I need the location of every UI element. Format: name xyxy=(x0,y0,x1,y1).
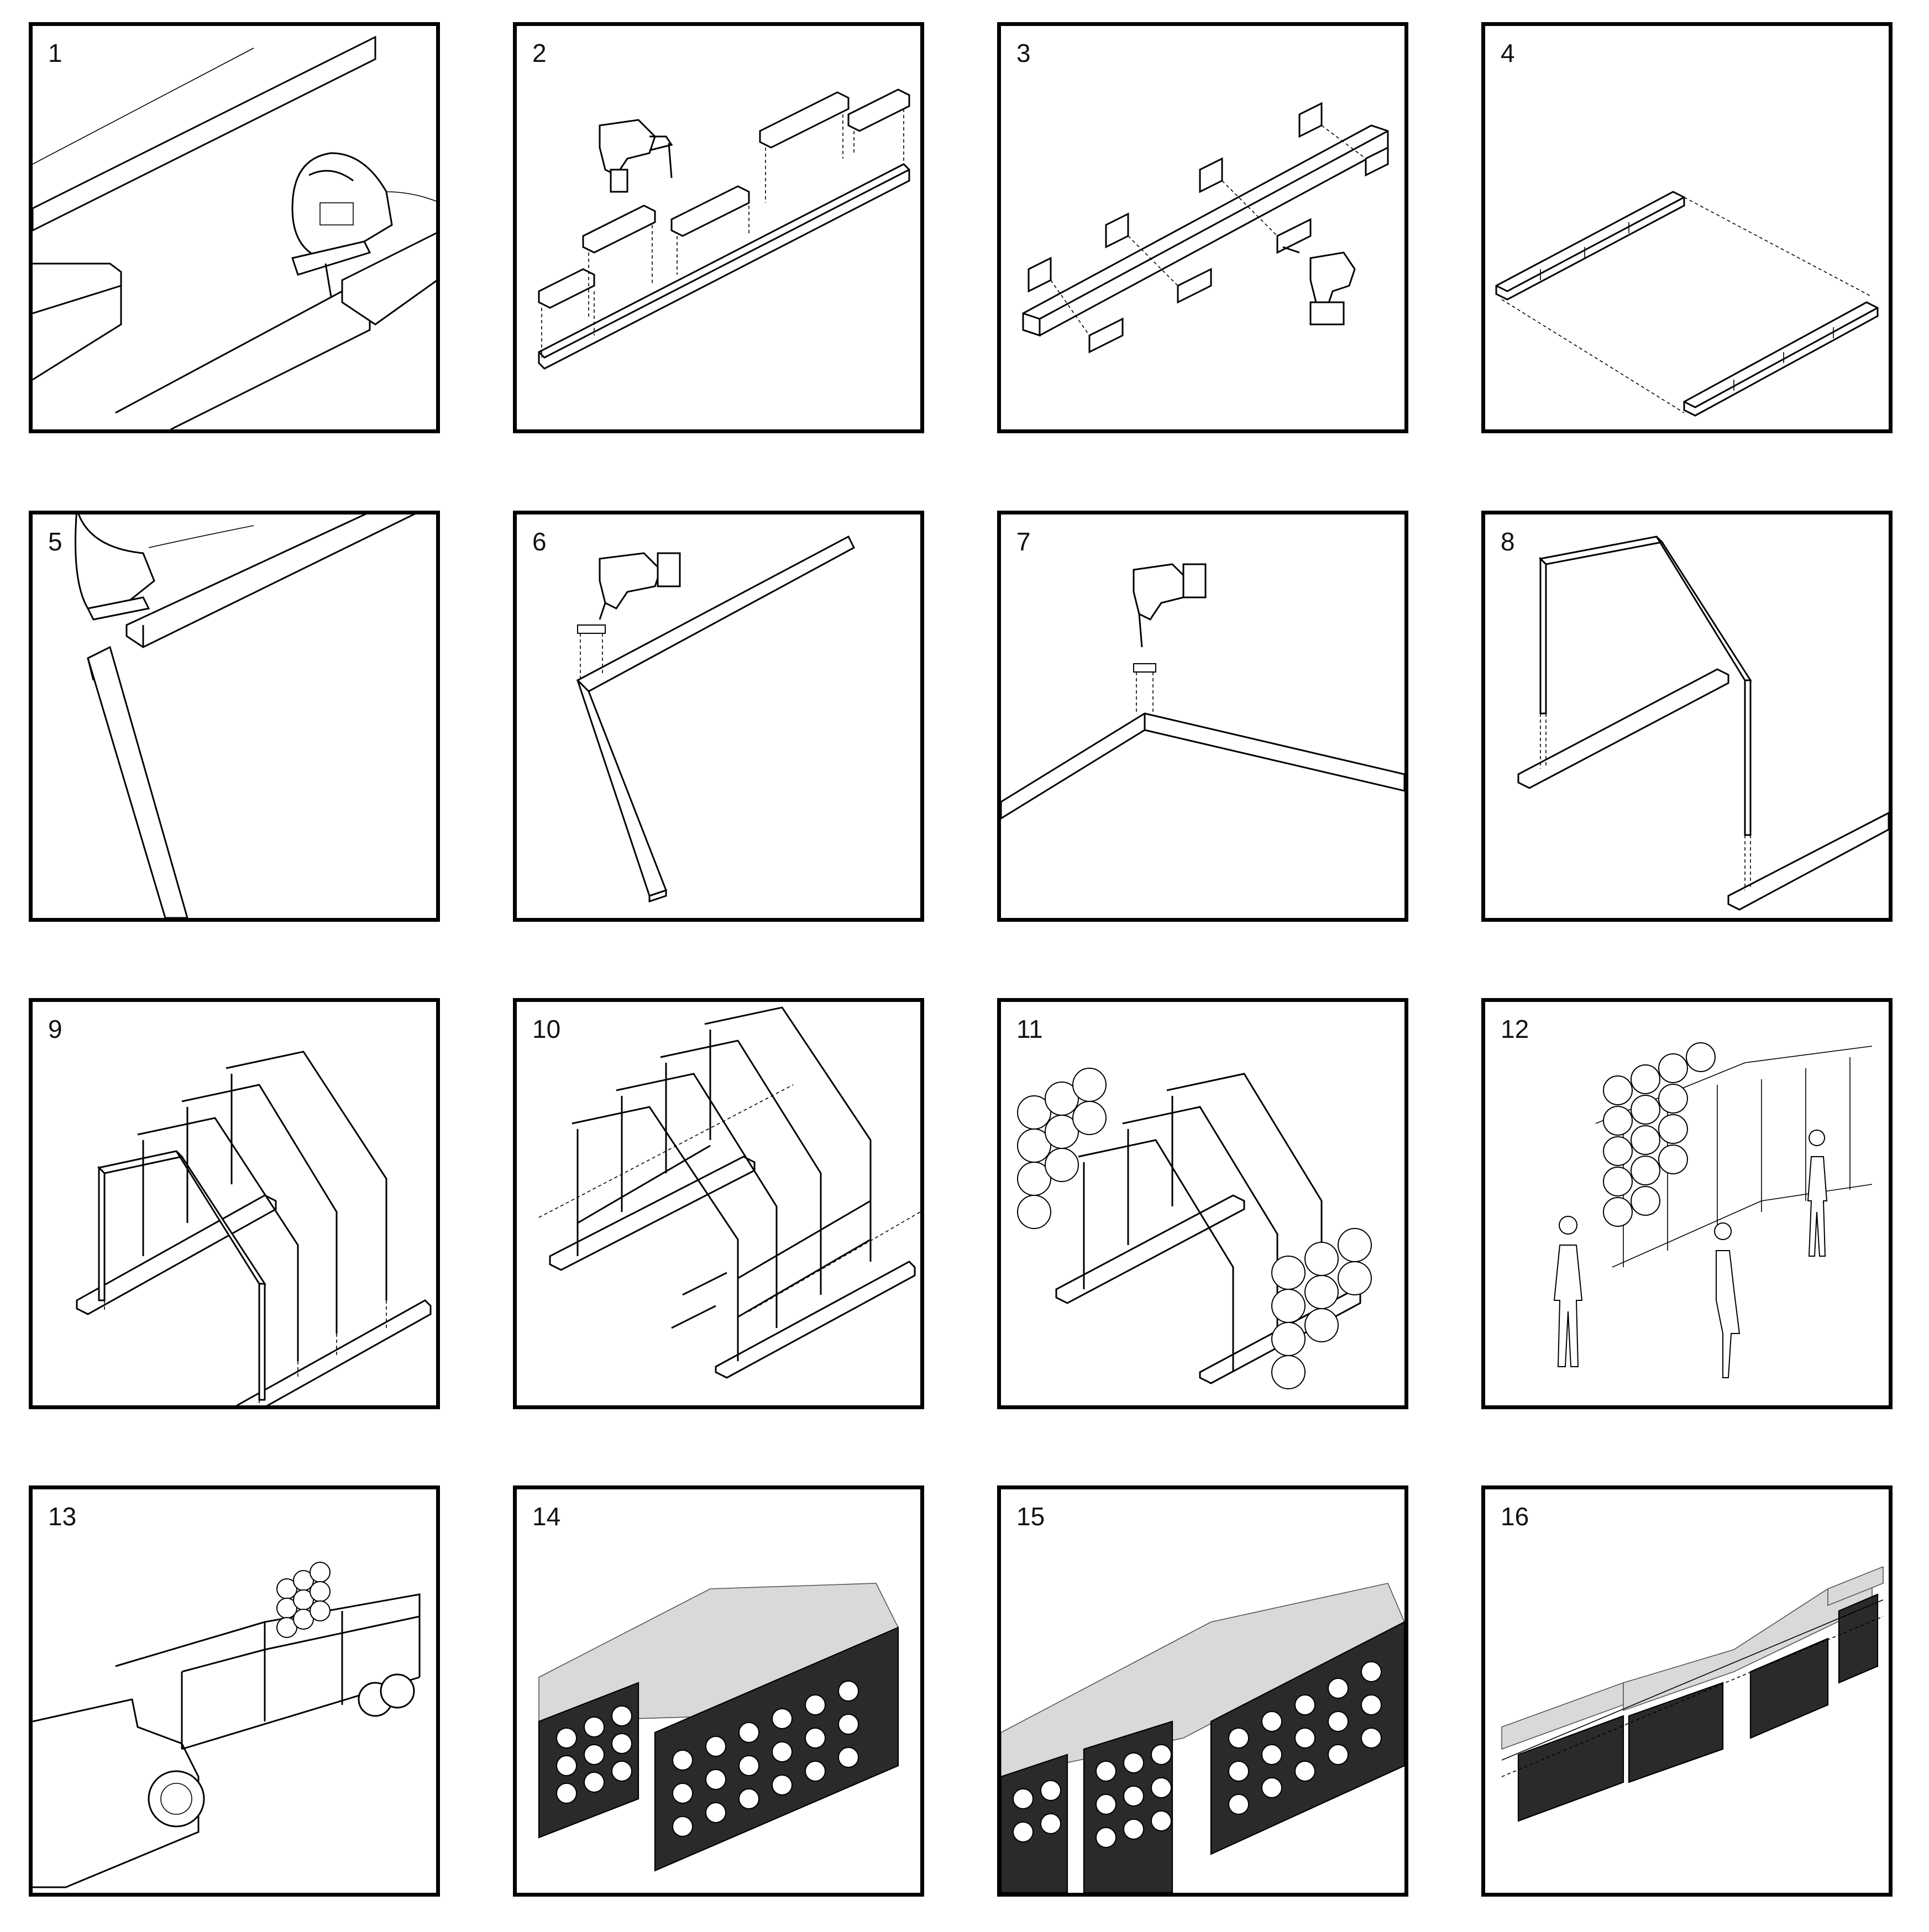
truck-trailer-illustration xyxy=(33,1562,421,1888)
step-number: 10 xyxy=(532,1015,561,1043)
step-number: 9 xyxy=(48,1015,62,1043)
drill-plates-illustration xyxy=(1022,102,1389,354)
miter-cut-illustration xyxy=(75,514,416,918)
drill-icon xyxy=(599,552,681,620)
ridge-joint-illustration xyxy=(1001,563,1404,820)
step-number: 6 xyxy=(532,527,547,556)
pod-vault-illustration xyxy=(538,1583,899,1872)
step-panel-16: 16 xyxy=(1481,1485,1893,1897)
step-number: 3 xyxy=(1016,39,1031,67)
pod-cluster xyxy=(1603,1042,1716,1227)
step-number: 1 xyxy=(48,39,62,67)
step-panel-14: 14 xyxy=(513,1485,924,1897)
frames-with-pods-illustration xyxy=(1017,1068,1372,1389)
jigsaw-icon xyxy=(291,152,436,297)
step-panel-9: 9 xyxy=(29,998,440,1409)
jigsaw-cutting-illustration xyxy=(33,35,436,429)
pod-cluster-left xyxy=(1017,1068,1107,1229)
pod-cluster-right xyxy=(1271,1228,1372,1389)
drill-icon xyxy=(1282,246,1356,326)
step-panel-15: 15 xyxy=(997,1485,1408,1897)
step-panel-7: 7 xyxy=(997,511,1408,922)
step-number: 15 xyxy=(1016,1502,1045,1531)
step-number: 16 xyxy=(1501,1502,1529,1531)
base-rails-illustration xyxy=(1495,191,1879,417)
frame-on-base-illustration xyxy=(1517,536,1889,911)
drill-icon xyxy=(599,119,673,193)
step-panel-8: 8 xyxy=(1481,511,1893,922)
step-number: 7 xyxy=(1016,527,1031,556)
step-panel-11: 11 xyxy=(997,998,1408,1409)
step-panel-5: 5 xyxy=(29,511,440,922)
step-number: 11 xyxy=(1016,1015,1043,1043)
jigsaw-icon xyxy=(75,514,254,621)
four-frames-illustration xyxy=(76,1051,432,1405)
frames-with-rails-illustration xyxy=(538,1006,920,1379)
drill-blocks-illustration xyxy=(538,88,910,370)
pod-stack xyxy=(276,1562,331,1638)
step-panel-10: 10 xyxy=(513,998,924,1409)
drill-icon xyxy=(1133,563,1207,648)
person-figures xyxy=(1553,1130,1828,1378)
step-panel-12: 12 xyxy=(1481,998,1893,1409)
module-with-people-illustration xyxy=(1553,1042,1873,1378)
pod-vault-opening-illustration xyxy=(1001,1583,1404,1893)
step-number: 8 xyxy=(1501,527,1515,556)
step-panel-3: 3 xyxy=(997,22,1408,433)
step-panel-2: 2 xyxy=(513,22,924,433)
step-panel-1: 1 xyxy=(29,22,440,433)
step-panel-4: 4 xyxy=(1481,22,1893,433)
step-panel-6: 6 xyxy=(513,511,924,922)
step-number: 14 xyxy=(532,1502,561,1531)
step-panel-13: 13 xyxy=(29,1485,440,1897)
step-number: 2 xyxy=(532,39,547,67)
step-number: 12 xyxy=(1501,1015,1529,1043)
pod-vault-series-illustration xyxy=(1501,1566,1884,1822)
step-number: 4 xyxy=(1501,39,1515,67)
corner-joint-illustration xyxy=(576,535,855,903)
step-number: 13 xyxy=(48,1502,77,1531)
step-number: 5 xyxy=(48,527,62,556)
